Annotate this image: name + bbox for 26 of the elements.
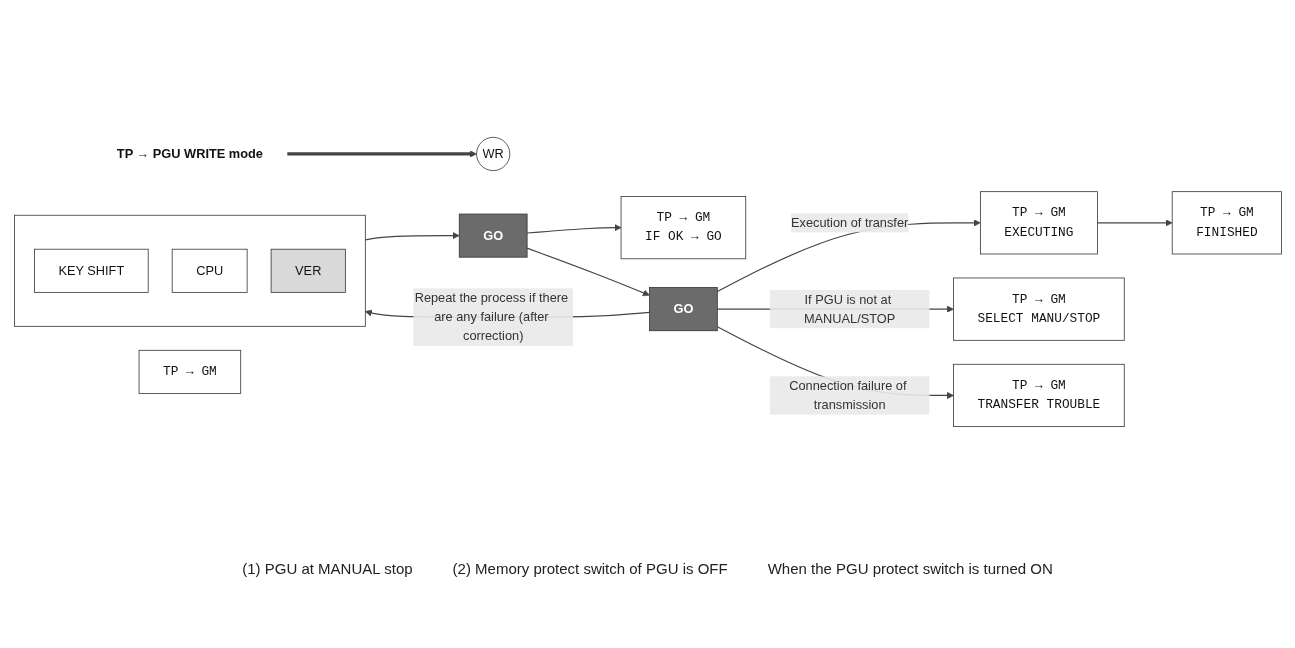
node-box: TP → GM FINISHED [1171, 191, 1282, 255]
arrow [526, 224, 621, 235]
note-text: (1) PGU at MANUAL stop [242, 560, 413, 577]
node-box: TP → GM [138, 350, 241, 395]
node-box: TP → GM SELECT MANU/STOP [952, 278, 1125, 342]
node-box: VER [270, 249, 346, 294]
edge-label: Connection failure of transmission [788, 379, 907, 412]
arrow [364, 232, 460, 241]
arrow [1096, 219, 1173, 227]
node-circle: WR [475, 137, 510, 172]
node-box: GO [648, 287, 718, 332]
node-box: KEY SHIFT [33, 249, 149, 294]
edge-label: If PGU is not at MANUAL/STOP [803, 292, 895, 326]
node-text: TP → PGU WRITE mode [116, 147, 263, 161]
node-box: CPU [171, 249, 248, 294]
arrow [526, 248, 650, 297]
arrow [286, 150, 477, 158]
node-box: TP → GM IF OK → GO [620, 196, 746, 260]
node-box: GO [458, 214, 528, 259]
note-text: (2) Memory protect switch of PGU is OFF [452, 560, 728, 577]
note-text: When the PGU protect switch is turned ON [767, 560, 1053, 577]
edge-label: Repeat the process if there are any failure (after correction) [414, 291, 568, 344]
node-box: TP → GM EXECUTING [979, 191, 1098, 255]
edge-label: Execution of transfer [790, 216, 908, 230]
cluster [13, 215, 366, 328]
node-box: TP → GM TRANSFER TROUBLE [952, 364, 1125, 428]
